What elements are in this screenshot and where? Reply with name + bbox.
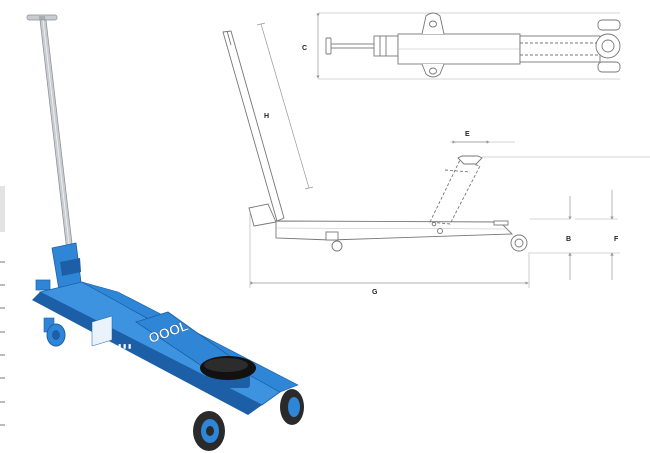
jack-front-wheels xyxy=(193,389,304,451)
dimension-extensions xyxy=(249,141,650,288)
dimension-g-label: G xyxy=(372,289,378,296)
jack-saddle xyxy=(200,356,256,388)
side-view-drawing xyxy=(222,30,528,252)
top-view-drawing xyxy=(318,12,621,80)
jack-handle xyxy=(26,14,74,253)
jack-photo: ▮ ▮ ▮ OOOL xyxy=(26,14,304,451)
dimension-f-label: F xyxy=(614,236,619,243)
dimension-b-label: B xyxy=(566,236,571,243)
jack-rear-caster xyxy=(43,317,66,347)
jack-handle-socket xyxy=(35,242,83,297)
svg-text:▮ ▮ ▮: ▮ ▮ ▮ xyxy=(118,344,131,350)
page-edge-ticks xyxy=(0,261,5,426)
page-edge-tab xyxy=(0,186,5,232)
dimension-c: C xyxy=(302,13,320,79)
dimension-f: F xyxy=(610,190,619,280)
dimension-b: B xyxy=(566,196,572,280)
dimension-e-label: E xyxy=(465,131,470,138)
dimension-c-label: C xyxy=(302,45,307,52)
dimension-h: H xyxy=(256,22,314,190)
dimension-g: G xyxy=(250,281,529,296)
dimension-e: E xyxy=(452,131,490,144)
dimension-h-label: H xyxy=(264,113,269,120)
jack-chassis: ▮ ▮ ▮ xyxy=(32,281,299,415)
